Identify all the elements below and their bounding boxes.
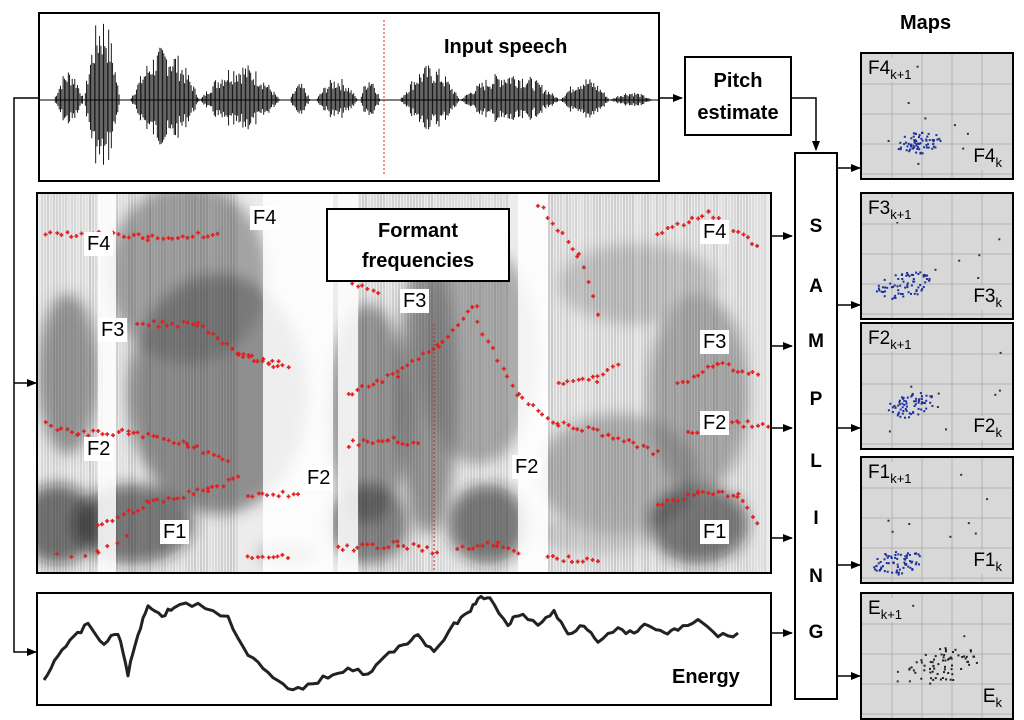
map-label-current: F2k [973, 416, 1002, 440]
map-label-next: F3k+1 [868, 198, 912, 222]
silent-gap [338, 194, 358, 572]
left-f4-label: F4 [84, 232, 114, 256]
map-label-next: Ek+1 [868, 598, 903, 622]
map-label-current: F1k [973, 550, 1002, 574]
input-speech-title: Input speech [444, 36, 568, 58]
sampling-letter: P [809, 389, 823, 410]
left-f1-label: F1 [160, 520, 190, 544]
maps-title: Maps [900, 12, 952, 34]
left-f3-label: F3 [98, 318, 128, 342]
silent-gap [263, 194, 333, 572]
silent-gap [98, 194, 116, 572]
map-label-current: Ek [982, 686, 1002, 710]
pitch-estimate-line1: Pitch [713, 70, 763, 92]
map-scatter-plot [862, 324, 1012, 448]
right-f1-label: F1 [700, 520, 730, 544]
input-speech-panel: Input speech [38, 12, 660, 182]
pitch-estimate-line2: estimate [697, 102, 779, 124]
mid-f4-label: F4 [250, 206, 280, 230]
energy-line [42, 594, 739, 692]
sampling-letter: L [810, 451, 822, 472]
right-f4-label: F4 [700, 220, 730, 244]
map-scatter-plot [862, 54, 1012, 178]
map-label-current: F3k [973, 286, 1002, 310]
sampling-letter: A [809, 276, 823, 297]
sampling-letter: M [808, 331, 824, 352]
energy-curve [42, 594, 739, 692]
sampling-letter: S [809, 216, 823, 237]
formant-title-line2: frequencies [361, 250, 475, 272]
sampling-box: S A M P L I N G [794, 152, 838, 700]
mid-f2a-label: F2 [304, 466, 334, 490]
speech-waveform [40, 20, 658, 174]
formant-title-box: Formant frequencies [326, 208, 510, 282]
formant-tracks [43, 203, 770, 564]
pitch-estimate-box: Pitch estimate [684, 56, 792, 136]
formant-title-line1: Formant [378, 220, 458, 242]
sampling-letter: I [813, 508, 819, 529]
right-f2-label: F2 [700, 411, 730, 435]
mid-f3-label: F3 [400, 289, 430, 313]
left-feed-line [13, 97, 38, 656]
sampling-letter: N [809, 566, 823, 587]
sampling-letter: G [808, 622, 824, 643]
map-scatter-plot [862, 194, 1012, 318]
map-scatter-plot [862, 594, 1012, 718]
map-label-next: F1k+1 [868, 462, 912, 486]
map-label-next: F4k+1 [868, 58, 912, 82]
left-f2-label: F2 [84, 437, 114, 461]
energy-panel: Energy [36, 592, 772, 706]
map-label-next: F2k+1 [868, 328, 912, 352]
pitch-to-sampling-arrow [792, 97, 820, 151]
silent-gap [518, 194, 548, 572]
right-f3-label: F3 [700, 330, 730, 354]
energy-title: Energy [672, 666, 740, 688]
map-label-current: F4k [973, 146, 1002, 170]
mid-f2b-label: F2 [512, 455, 542, 479]
map-scatter-plot [862, 458, 1012, 582]
